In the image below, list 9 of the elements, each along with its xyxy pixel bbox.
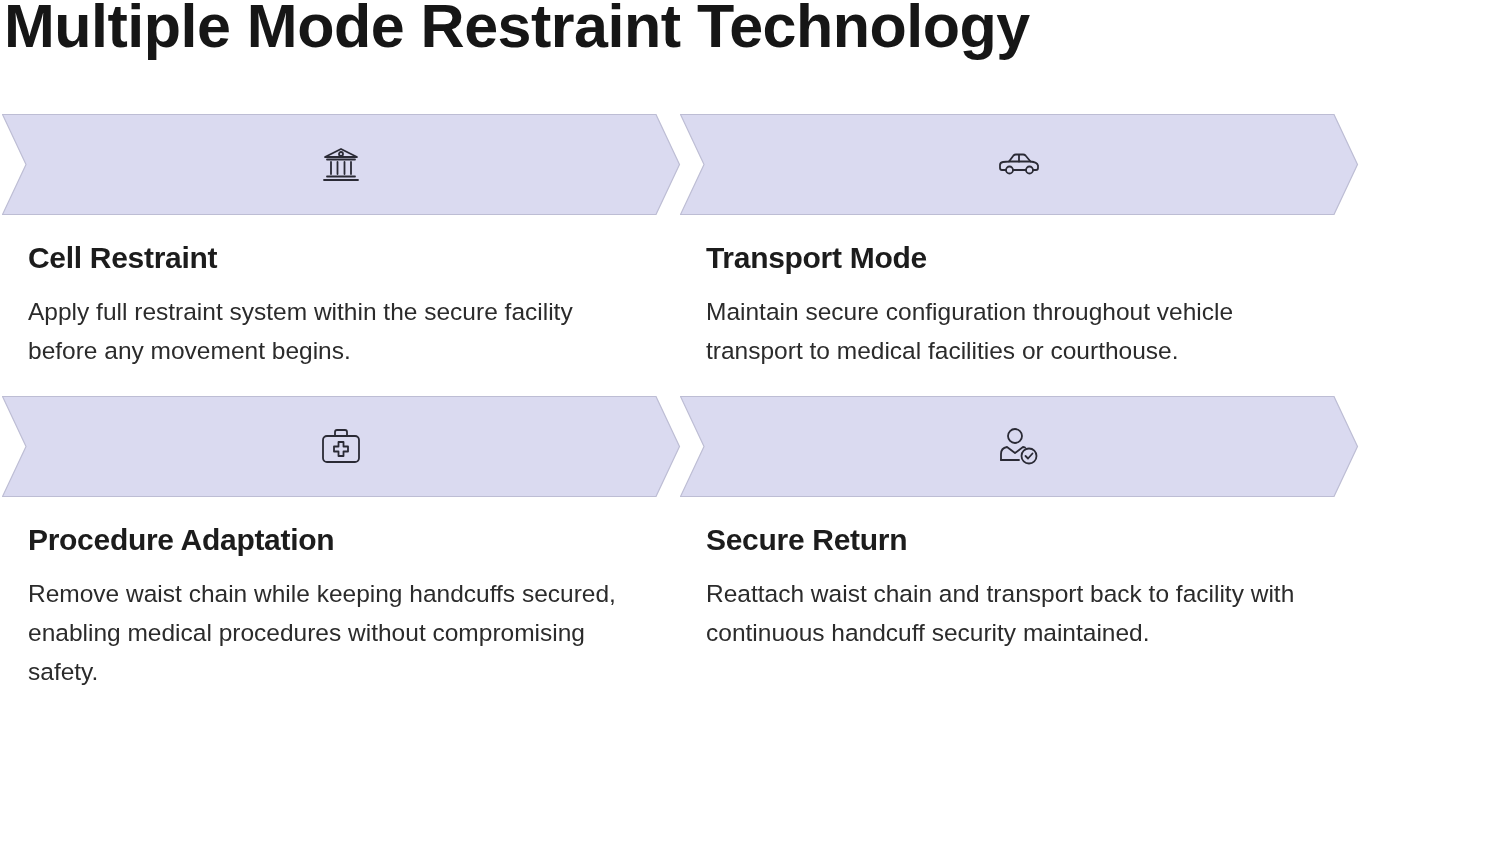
step-description: Reattach waist chain and transport back to facility with continuous handcuff security maintained.	[706, 579, 1296, 648]
step-description: Remove waist chain while keeping handcuffs secured, enabling medical procedures without compromising safety.	[28, 579, 617, 687]
step-heading: Cell Restraint	[28, 240, 218, 276]
step-heading: Procedure Adaptation	[28, 522, 335, 558]
step-heading: Secure Return	[706, 522, 908, 558]
page-title: Multiple Mode Restraint Technology	[4, 0, 1030, 60]
step-description: Apply full restraint system within the secure facility before any movement begins.	[28, 297, 574, 366]
step-description: Maintain secure configuration throughout vehicle transport to medical facilities or courthouse.	[706, 297, 1235, 366]
step-heading: Transport Mode	[706, 240, 927, 276]
